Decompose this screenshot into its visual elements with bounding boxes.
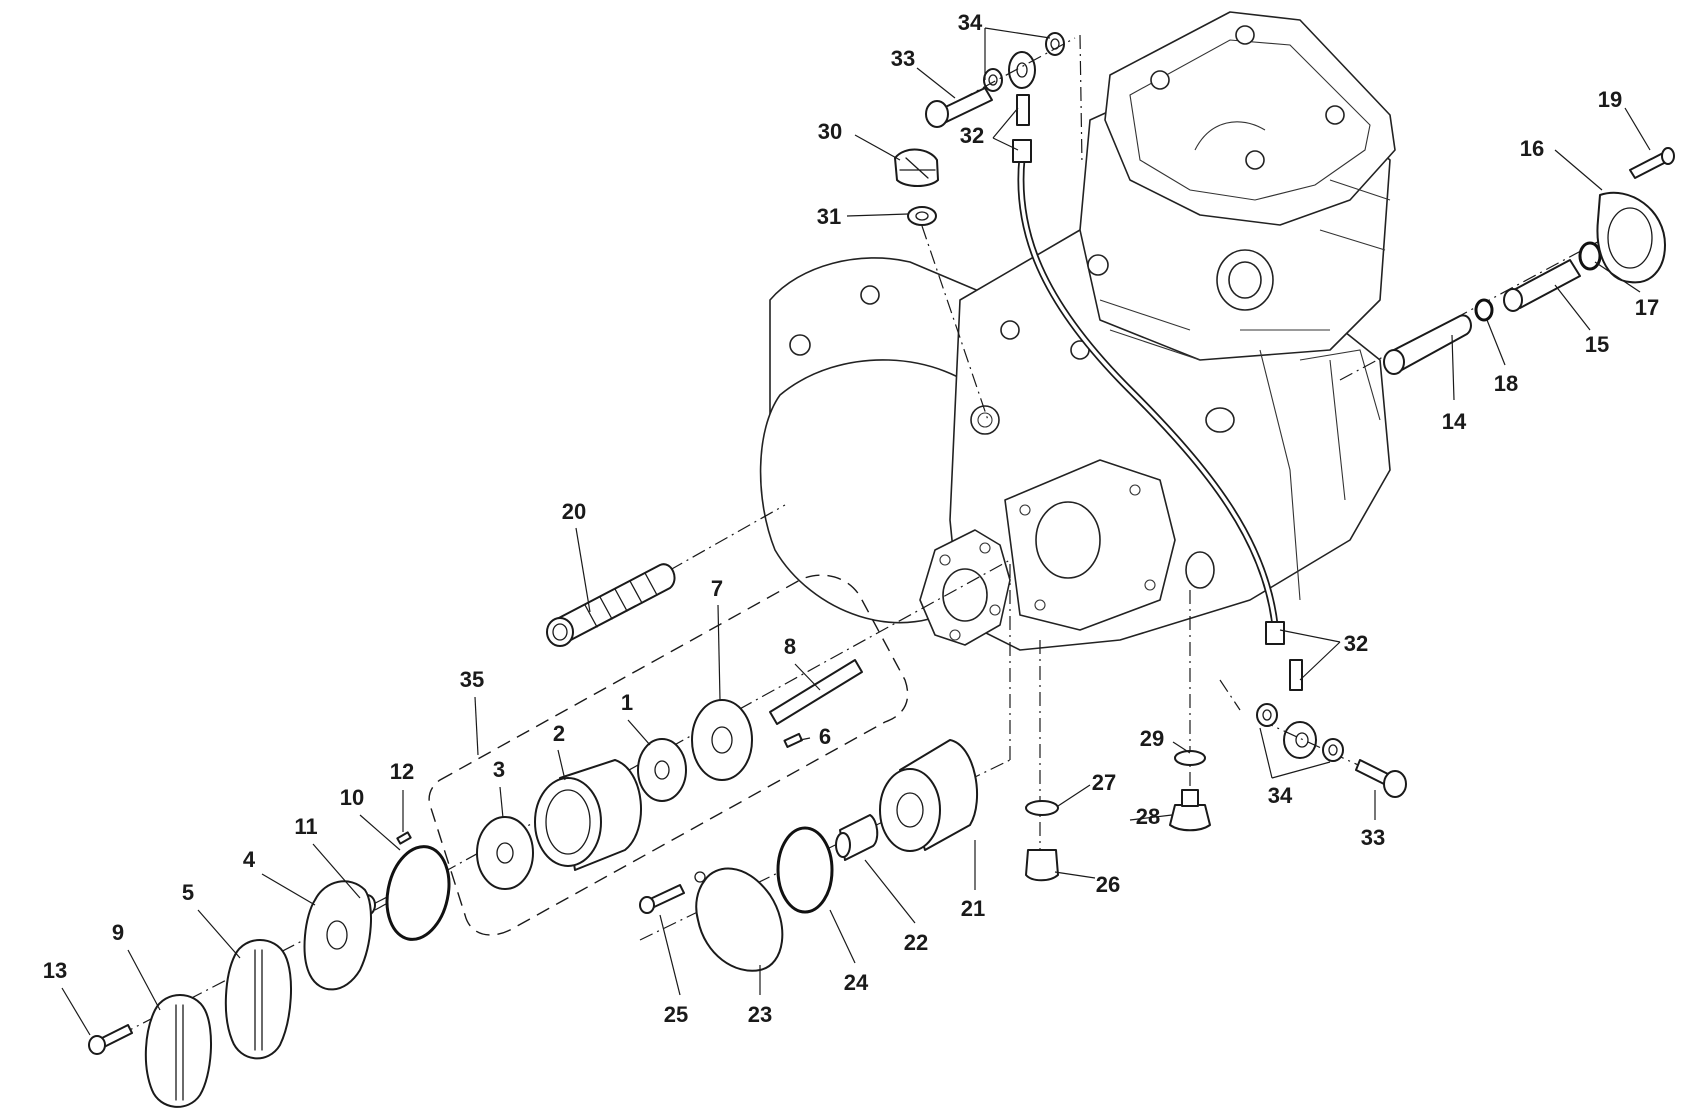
filter-cover-23 [695,867,784,972]
oil-pump-assembly-outline [428,574,909,936]
hose-nut-top [1012,139,1032,163]
inner-rotor-3 [476,816,534,890]
drain-plug-26 [1025,849,1059,882]
washer-27 [1025,800,1059,816]
o-ring-10 [385,845,451,941]
plate-7 [691,699,753,781]
shaft-8 [769,659,863,725]
washer-31 [907,206,937,226]
callout-32-bottom: 32 [1344,631,1368,656]
callout-17: 17 [1635,295,1659,320]
engine-assembly [759,11,1396,651]
callout-32-top: 32 [960,123,984,148]
banjo-stem-bottom [1289,659,1303,691]
callout-33-top: 33 [891,46,915,71]
hose-nut-bottom [1265,621,1285,645]
pump-internals [374,559,1011,911]
callout-16: 16 [1520,136,1544,161]
tube-14 [1389,314,1472,373]
washer-29 [1174,750,1206,766]
valve-cover [1104,11,1396,226]
o-ring-18 [1474,298,1494,322]
dowel-12 [396,831,412,845]
callout-8: 8 [784,634,796,659]
filter-housing [1004,459,1176,631]
callout-2: 2 [553,721,565,746]
callout-9: 9 [112,920,124,945]
callout-35: 35 [460,667,484,692]
callout-10: 10 [340,785,364,810]
callout-3: 3 [493,757,505,782]
callout-labels: 34 33 30 32 31 19 16 17 15 18 14 20 7 8 … [43,10,1659,1027]
inner-rotor-1 [637,738,687,802]
bottom-banjo-group [1219,679,1407,798]
oil-filter-21 [879,739,978,852]
callout-21: 21 [961,896,985,921]
pump-cover-stack [88,831,451,1108]
callout-31: 31 [817,204,841,229]
oil-strainer-20 [546,504,786,647]
callout-20: 20 [562,499,586,524]
callout-23: 23 [748,1002,772,1027]
outer-rotor-2 [534,759,642,871]
banjo-fitting-bottom [1283,721,1317,759]
callout-15: 15 [1585,332,1609,357]
o-ring-24 [776,826,834,914]
callout-30: 30 [818,119,842,144]
callout-18: 18 [1494,371,1518,396]
callout-7: 7 [711,576,723,601]
plate-5 [224,939,293,1060]
banjo-fitting-top [1008,51,1036,89]
callout-33-bottom: 33 [1361,825,1385,850]
head-bolts [1150,25,1345,170]
callout-14: 14 [1442,409,1467,434]
callout-4: 4 [243,847,256,872]
callout-24: 24 [844,970,869,995]
callout-12: 12 [390,759,414,784]
callout-26: 26 [1096,872,1120,897]
leader-lines [61,27,1651,1036]
pump-cover-4 [303,880,373,991]
callout-34-bottom: 34 [1268,783,1293,808]
callout-6: 6 [819,724,831,749]
callout-13: 13 [43,958,67,983]
plate-9 [144,994,213,1108]
callout-28: 28 [1136,804,1160,829]
callout-25: 25 [664,1002,688,1027]
right-tube-group [1339,147,1675,381]
top-banjo-group [894,32,1083,421]
oil-hose-32 [1008,51,1317,759]
pin-6 [783,732,803,749]
callout-29: 29 [1140,726,1164,751]
o-ring-17 [1578,241,1602,271]
callout-27: 27 [1092,770,1116,795]
drain-plug-group [1025,590,1211,882]
callout-11: 11 [294,814,317,839]
callout-1: 1 [621,690,633,715]
banjo-stem-top [1016,94,1030,126]
oil-filter-group [639,560,1011,972]
pump-mount-flange [919,529,1011,646]
callout-34-top: 34 [958,10,983,35]
drain-plug-28 [1169,804,1211,832]
callout-5: 5 [182,880,194,905]
callout-22: 22 [904,930,928,955]
callout-19: 19 [1598,87,1622,112]
